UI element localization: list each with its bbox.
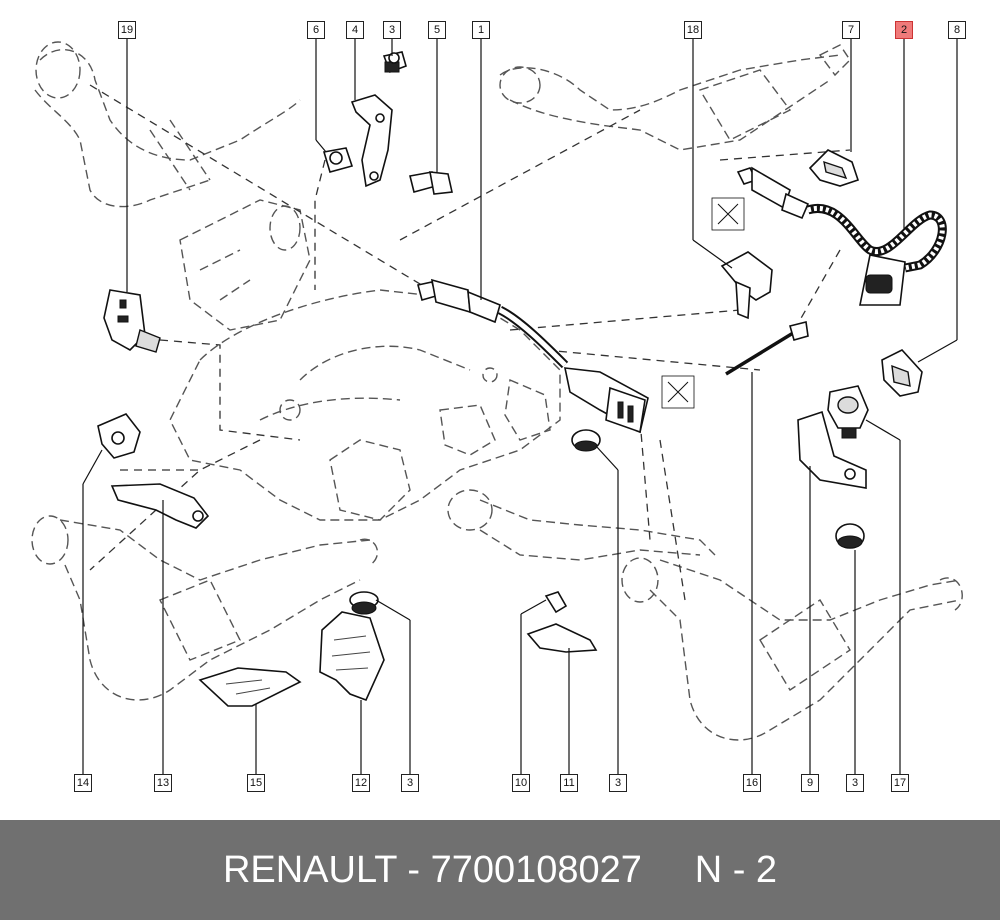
part-3-bolt-top xyxy=(382,51,407,74)
parts-diagram xyxy=(31,38,963,774)
callout-8: 8 xyxy=(948,21,966,39)
part-19-sensor xyxy=(103,289,161,353)
callout-17: 17 xyxy=(891,774,909,792)
part-13-bracket xyxy=(110,483,210,529)
callout-5: 5 xyxy=(428,21,446,39)
callout-14: 14 xyxy=(74,774,92,792)
callout-3-bottom-1: 3 xyxy=(401,774,419,792)
part-12-heat-shield xyxy=(319,611,385,702)
ghost-manifold xyxy=(169,199,561,521)
callout-3-bottom-2: 3 xyxy=(609,774,627,792)
callout-2-highlighted: 2 xyxy=(895,21,913,39)
part-18-clip xyxy=(711,197,773,320)
ghost-exhaust-top-right xyxy=(499,44,851,151)
part-15-heat-shield xyxy=(198,667,302,707)
assembly-lines xyxy=(89,84,851,601)
callout-3-top: 3 xyxy=(383,21,401,39)
callout-7: 7 xyxy=(842,21,860,39)
callout-16: 16 xyxy=(743,774,761,792)
part-16-cable-tie xyxy=(725,321,809,376)
callout-1: 1 xyxy=(472,21,490,39)
ghost-exhaust-bottom-left xyxy=(31,515,379,701)
part-14-clip xyxy=(97,413,141,459)
part-5-bolt xyxy=(409,171,453,195)
part-9-bracket xyxy=(797,410,867,489)
callout-13: 13 xyxy=(154,774,172,792)
part-17-clip xyxy=(827,385,869,439)
part-3-grommet-bottom xyxy=(349,591,379,615)
callout-15: 15 xyxy=(247,774,265,792)
part-7-clip xyxy=(808,149,860,187)
part-number-caption: RENAULT - 7700108027 N - 2 xyxy=(222,848,778,891)
part-2-oxygen-sensor xyxy=(736,166,947,306)
callout-19: 19 xyxy=(118,21,136,39)
ghost-exhaust-bottom-right xyxy=(447,489,963,741)
part-8-clip xyxy=(881,349,923,397)
part-1-oxygen-sensor xyxy=(417,278,649,434)
callout-10: 10 xyxy=(512,774,530,792)
part-6-clip xyxy=(322,147,354,173)
callout-12: 12 xyxy=(352,774,370,792)
part-11-bracket xyxy=(526,623,598,653)
part-4-bracket xyxy=(350,94,393,188)
part-3-grommet-right xyxy=(835,523,865,549)
ghost-exhaust-top-left xyxy=(34,41,301,208)
callout-18: 18 xyxy=(684,21,702,39)
leader-lines xyxy=(82,38,958,774)
stamp-icon xyxy=(661,375,695,409)
callout-3-bottom-3: 3 xyxy=(846,774,864,792)
footer-bar: RENAULT - 7700108027 N - 2 xyxy=(0,820,1000,920)
part-10-clip xyxy=(544,591,568,614)
callout-4: 4 xyxy=(346,21,364,39)
callout-6: 6 xyxy=(307,21,325,39)
callout-11: 11 xyxy=(560,774,578,792)
callout-9: 9 xyxy=(801,774,819,792)
part-3-grommet-center xyxy=(571,429,601,452)
